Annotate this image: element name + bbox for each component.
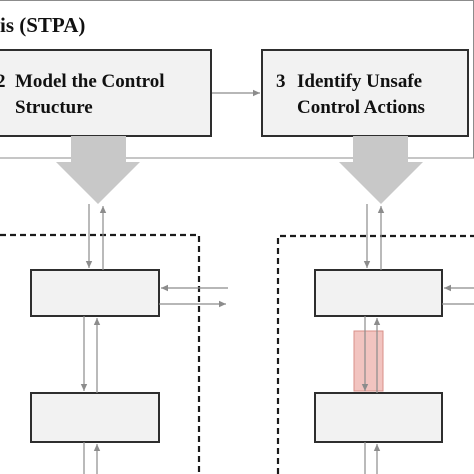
step-3-label-line1: Identify Unsafe — [297, 71, 422, 92]
big-down-arrow-left — [56, 136, 140, 204]
step-3-number: 3 — [276, 71, 286, 92]
right-process-box — [314, 392, 443, 443]
unsafe-control-action-highlight — [353, 330, 384, 392]
left-controller-box — [30, 269, 160, 317]
step-2-label-line2: Structure — [15, 97, 93, 118]
right-controller-box — [314, 269, 443, 317]
step-3-label-line2: Control Actions — [297, 97, 425, 118]
step-2-label-line1: Model the Control — [15, 71, 165, 92]
left-process-box — [30, 392, 160, 443]
step-2-box — [0, 49, 212, 137]
step-3-box — [261, 49, 469, 137]
big-down-arrow-right — [339, 136, 423, 204]
step-2-number: 2 — [0, 71, 6, 92]
stpa-title: is (STPA) — [0, 13, 85, 37]
